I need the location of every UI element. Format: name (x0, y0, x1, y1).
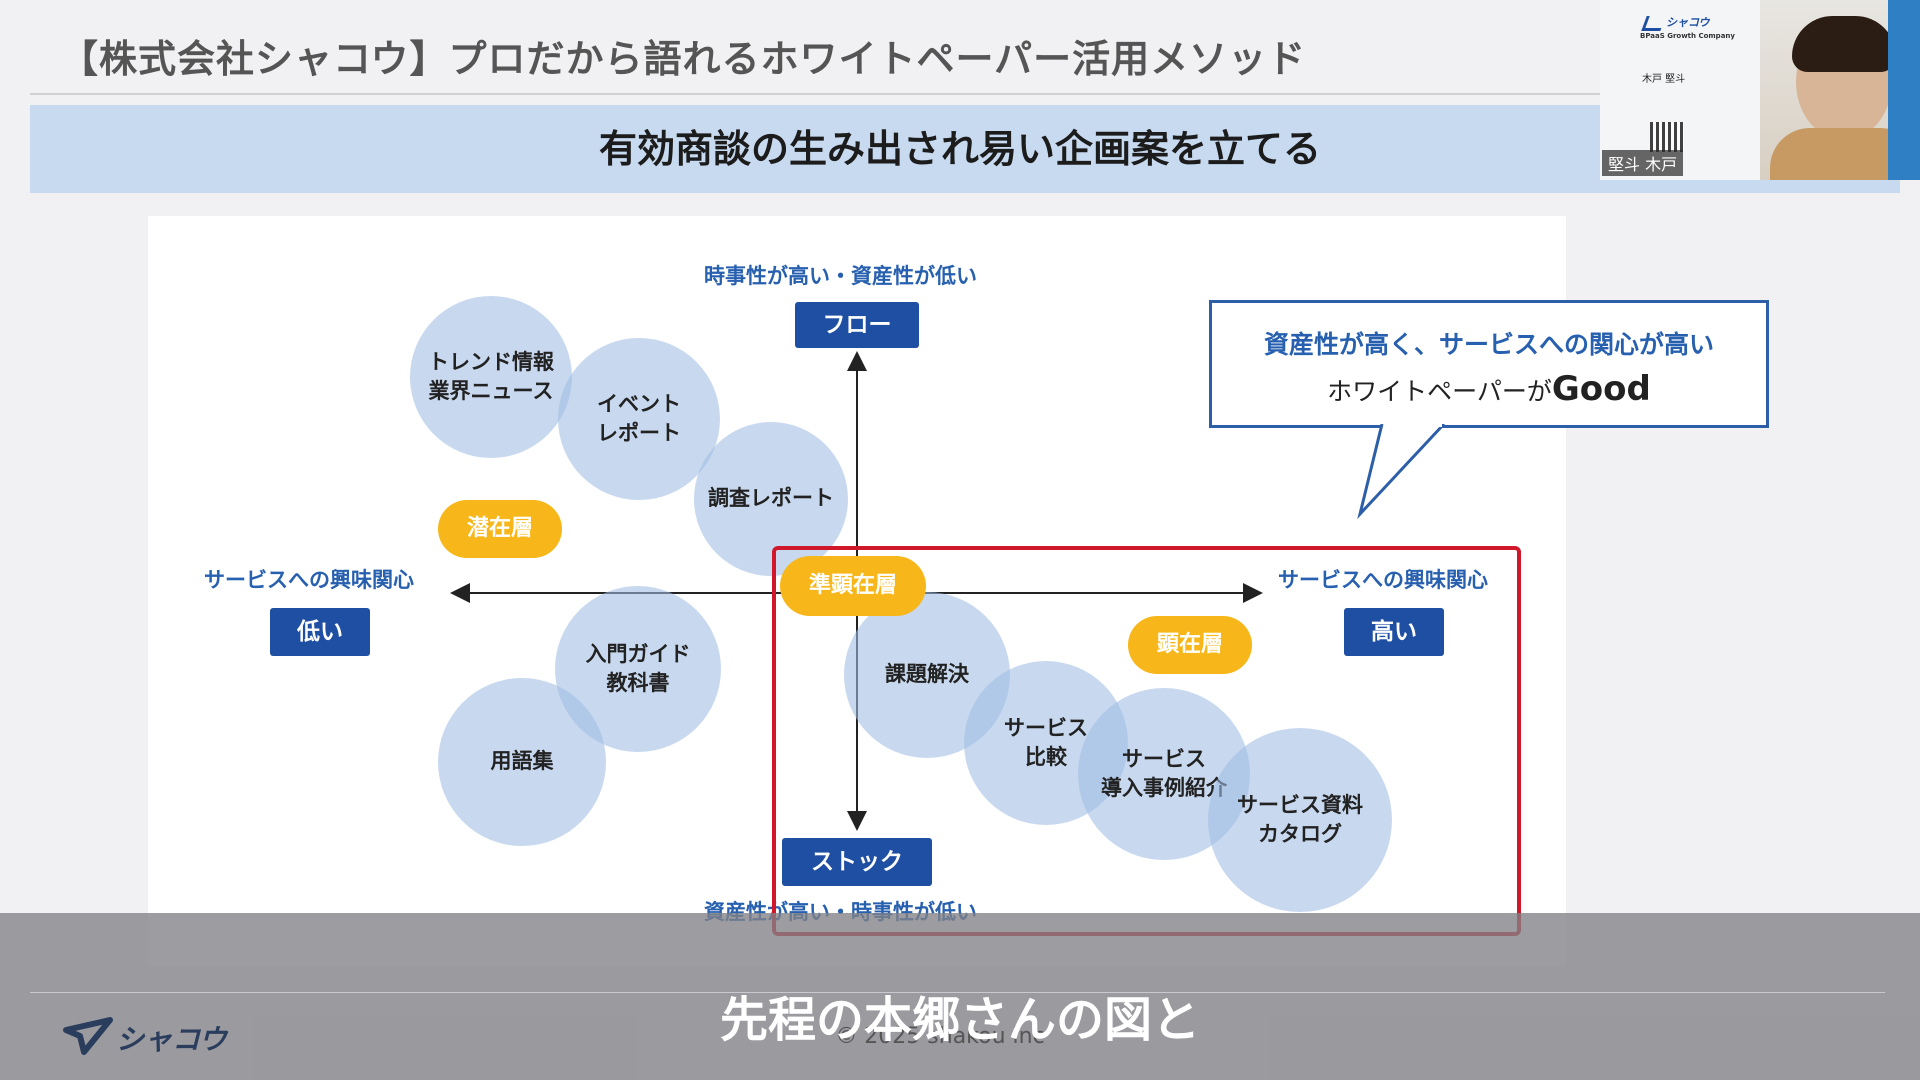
bubble-trend-news: トレンド情報業界ニュース (410, 296, 572, 458)
qr-code-icon (1650, 122, 1684, 152)
copyright-text: © 2025 shakou inc (835, 1024, 1045, 1049)
subtitle-text: 先程の本郷さんの図と (719, 992, 1200, 1048)
axis-bottom-tag: ストック (782, 838, 932, 886)
bubble-event-report: イベントレポート (558, 338, 720, 500)
participant-name-tag: 堅斗 木戸 (1602, 150, 1684, 176)
footer-logo-text: シャコウ (116, 1023, 227, 1056)
slide-title: 【株式会社シャコウ】プロだから語れるホワイトペーパー活用メソッド (60, 37, 1307, 81)
card-name: 木戸 堅斗 (1642, 74, 1686, 85)
axis-left-tag: 低い (270, 608, 370, 656)
footer-logo-icon (63, 1017, 113, 1055)
participant-video (1760, 0, 1920, 180)
callout-good: Good (1551, 369, 1651, 409)
brand-name: シャコウ (1666, 16, 1710, 29)
axis-top-label: 時事性が高い・資産性が低い (704, 264, 977, 288)
person-hair (1792, 16, 1896, 72)
axis-right-label: サービスへの興味関心 (1278, 568, 1488, 592)
callout-box: 資産性が高く、サービスへの関心が高い ホワイトペーパーがGood (1209, 300, 1769, 428)
title-divider (30, 93, 1600, 95)
axis-top-tag: フロー (795, 302, 919, 348)
axis-right-tag: 高い (1344, 608, 1444, 656)
bubble-service-catalog: サービス資料カタログ (1208, 728, 1392, 912)
layer-pill-apparent: 顕在層 (1128, 616, 1252, 674)
section-heading: 有効商談の生み出され易い企画案を立てる (598, 127, 1321, 171)
webcam-overlay: シャコウ BPaaS Growth Company 木戸 堅斗 堅斗 木戸 (1600, 0, 1920, 180)
brand-logo-icon (1641, 16, 1666, 31)
subtitle-band (0, 913, 1920, 1080)
callout-line2: ホワイトペーパーがGood (1212, 369, 1766, 409)
chair-back (1888, 0, 1920, 180)
callout-line1: 資産性が高く、サービスへの関心が高い (1263, 330, 1714, 359)
footer-divider (30, 992, 1885, 993)
bubble-glossary: 用語集 (438, 678, 606, 846)
figure-panel: トレンド情報業界ニュース イベントレポート 調査レポート 入門ガイド教科書 用語… (148, 216, 1566, 966)
section-band: 有効商談の生み出され易い企画案を立てる (30, 105, 1900, 193)
layer-pill-latent: 潜在層 (438, 500, 562, 558)
callout-line2-prefix: ホワイトペーパーが (1327, 377, 1552, 406)
highlight-box (772, 546, 1521, 936)
bubble-research-report: 調査レポート (694, 422, 848, 576)
callout-tail (1357, 424, 1446, 520)
axis-left-label: サービスへの興味関心 (204, 568, 414, 592)
layer-pill-semi-apparent: 準顕在層 (780, 556, 926, 616)
brand-tagline: BPaaS Growth Company (1640, 32, 1735, 40)
